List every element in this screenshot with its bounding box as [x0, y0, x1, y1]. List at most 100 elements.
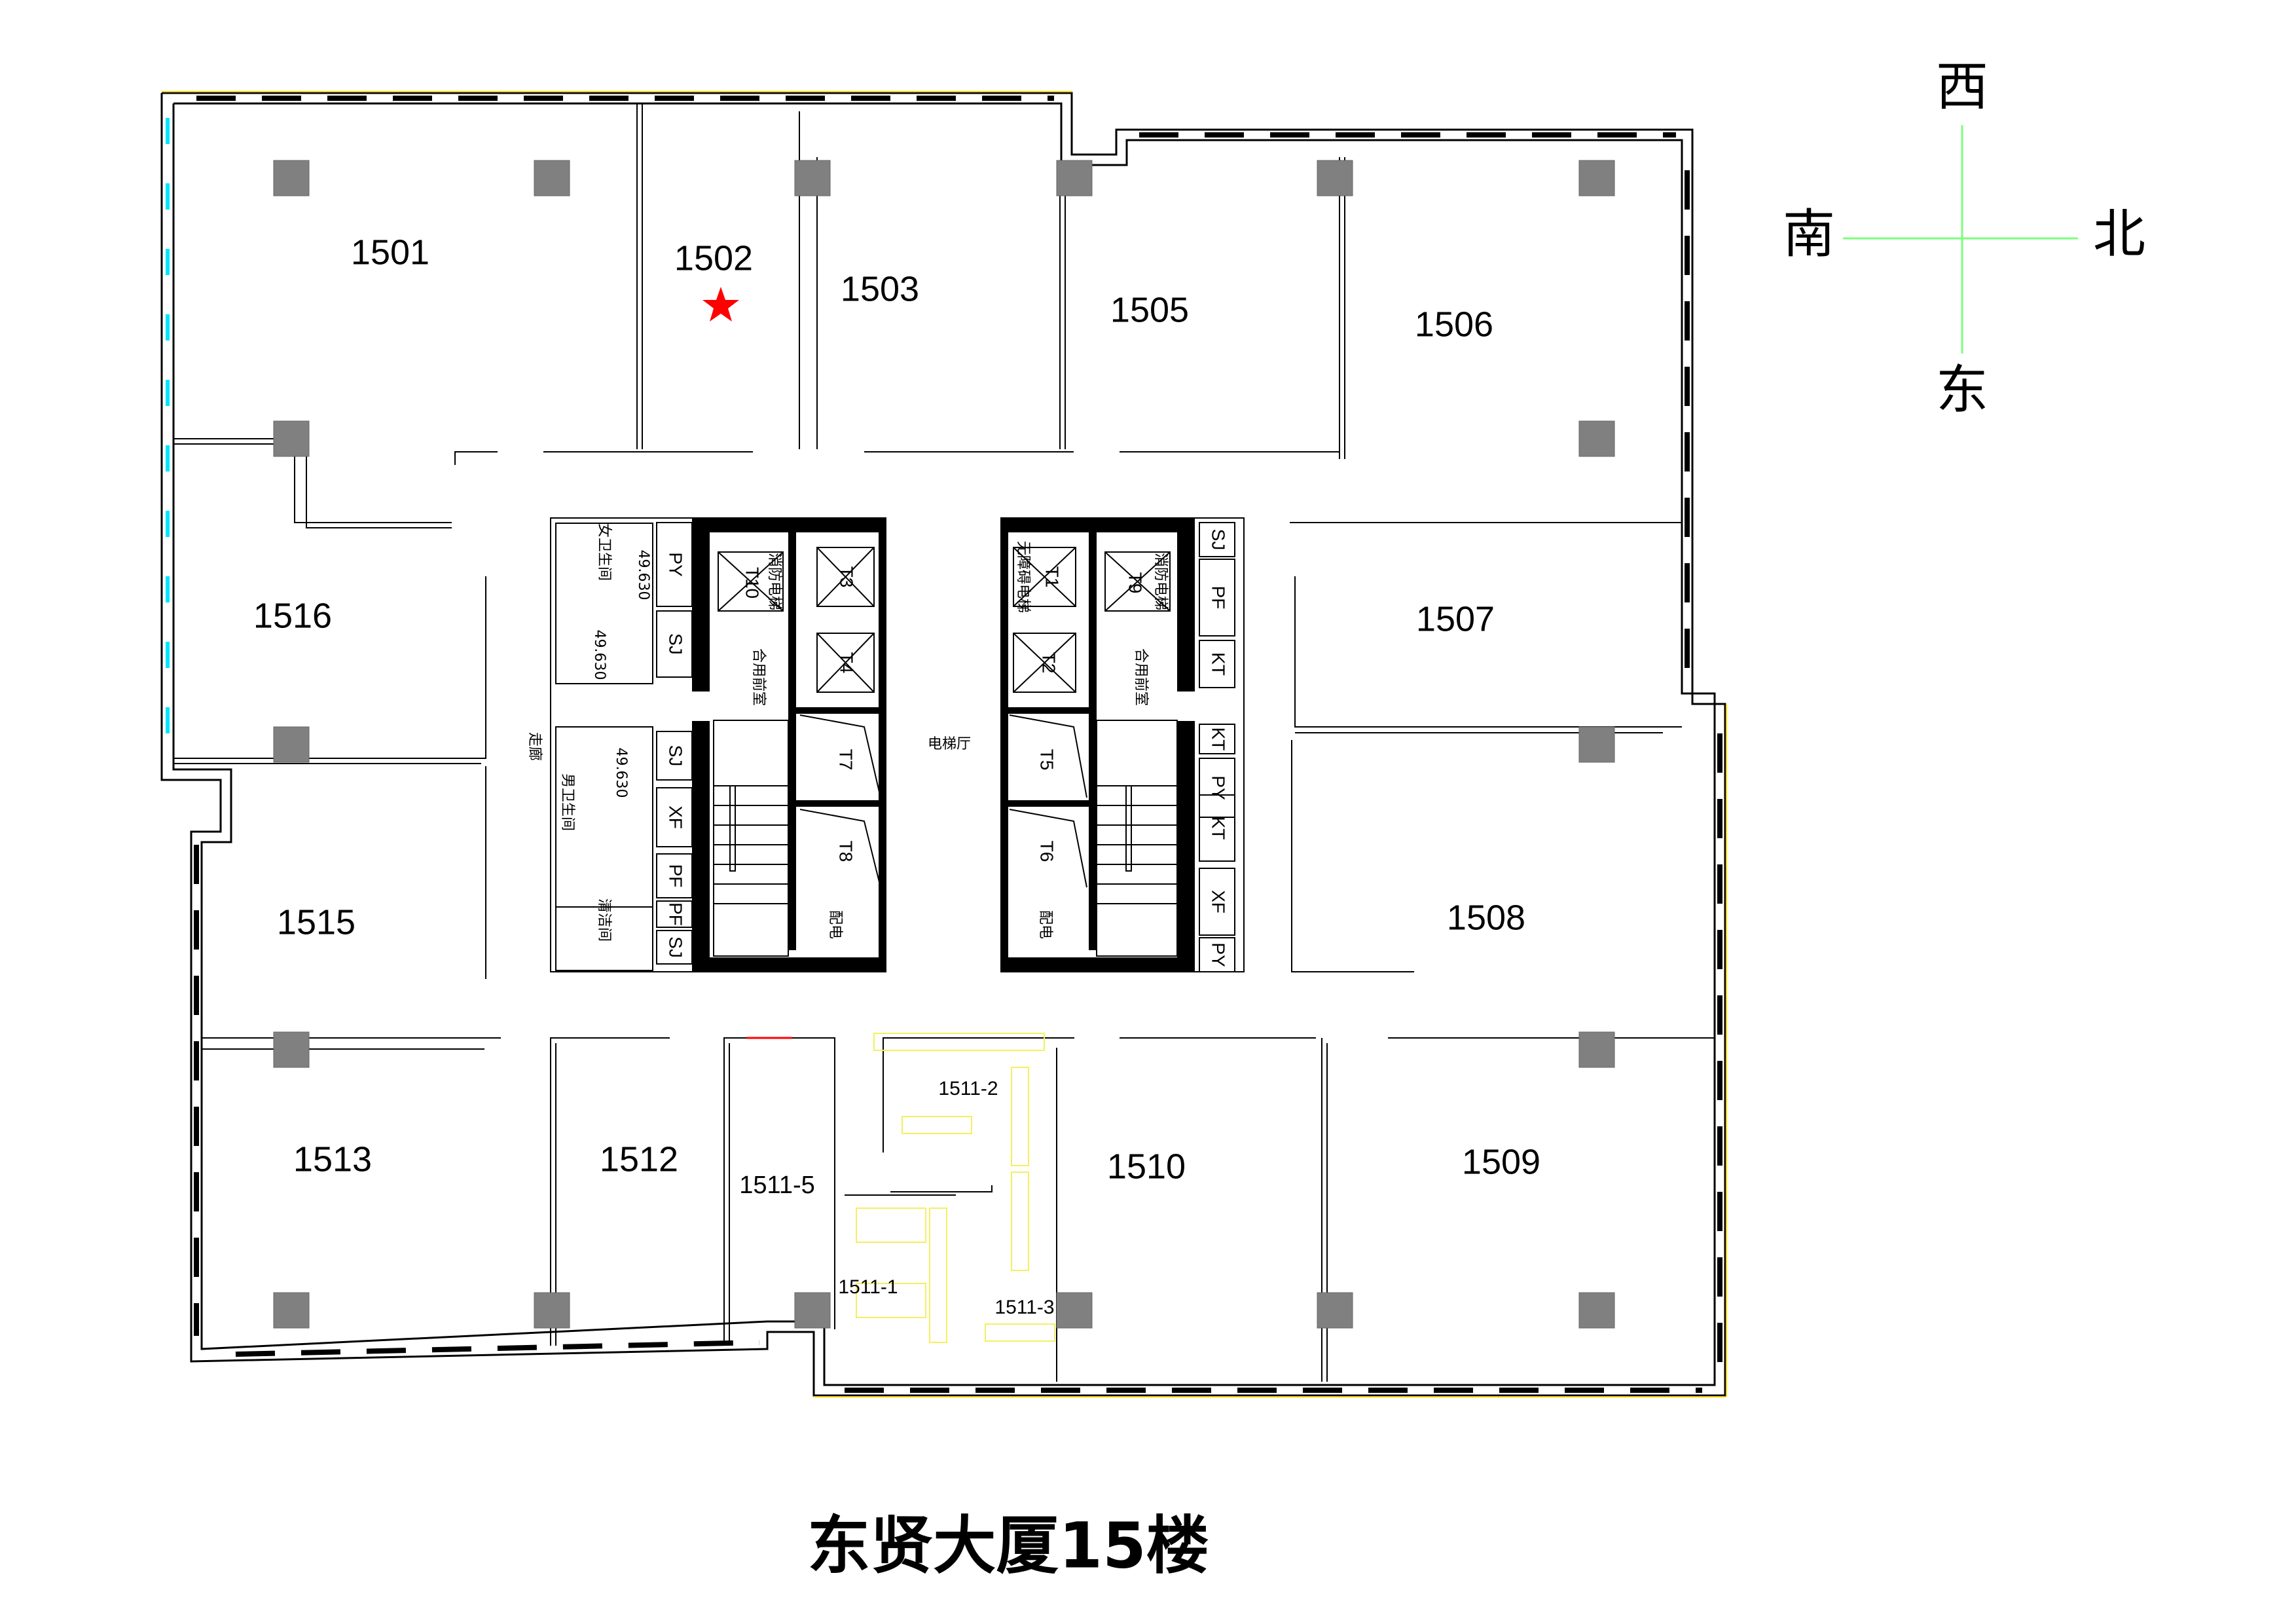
column [1578, 160, 1615, 196]
room-labels: 1501 1502 1503 1505 1506 1507 1516 1515 … [253, 232, 1540, 1318]
column [1578, 420, 1615, 457]
elevator-label: T9 [1125, 572, 1146, 594]
column [1056, 160, 1093, 196]
elevator-t7: T7 [799, 714, 881, 798]
elevator-lobby-label: 电梯厅 [928, 736, 971, 752]
shaft-label: SJ [666, 633, 686, 655]
shaft [1199, 937, 1235, 972]
compass-east: 东 [1936, 360, 1988, 420]
shaft-label: SJ [1209, 529, 1229, 551]
column [1578, 726, 1615, 763]
elevator-shaft-t4: T4 [816, 633, 875, 693]
column [273, 420, 310, 457]
power-room-label: 配电 [1037, 910, 1053, 939]
room-1512[interactable]: 1512 [600, 1139, 678, 1179]
column [273, 1031, 310, 1068]
column [794, 160, 831, 196]
shaft [656, 900, 693, 928]
room-1508[interactable]: 1508 [1447, 898, 1525, 937]
shaft [656, 930, 693, 965]
column [273, 1292, 310, 1329]
elevator-label: T1 [1042, 566, 1063, 588]
elevator-label: T6 [1037, 841, 1057, 862]
compass-west: 西 [1936, 56, 1988, 117]
stairs [713, 720, 789, 957]
elevator-t8: T8 [799, 809, 881, 888]
elevation-label: 49.630 [591, 630, 608, 680]
room-1513[interactable]: 1513 [293, 1139, 372, 1179]
elevator-label: T10 [742, 567, 763, 599]
elevator-label: T8 [836, 841, 856, 862]
room-1502[interactable]: 1502 [674, 238, 753, 278]
column [534, 160, 570, 196]
shaft [656, 610, 693, 678]
column [1317, 1292, 1353, 1329]
column [1578, 1031, 1615, 1068]
room-1503[interactable]: 1503 [841, 269, 919, 308]
elevator-shaft-t9: T9 消防电梯 [1104, 551, 1171, 612]
fire-elevator-label: 消防电梯 [1152, 553, 1169, 610]
room-1507[interactable]: 1507 [1416, 599, 1495, 638]
cleaning-room-label: 清洁间 [596, 898, 612, 942]
shaft [1199, 794, 1235, 862]
compass-south: 南 [1783, 204, 1835, 265]
shaft-label: PF [666, 864, 686, 888]
elevator-label: T4 [837, 652, 857, 674]
shaft-label: XF [1209, 890, 1229, 913]
room-1516[interactable]: 1516 [253, 596, 332, 635]
stairs [1096, 720, 1178, 957]
mens-restroom-label: 男卫生间 [559, 773, 575, 831]
shaft [1199, 758, 1235, 818]
room-1515[interactable]: 1515 [277, 902, 355, 942]
room-1501[interactable]: 1501 [351, 232, 429, 272]
structural-columns [273, 160, 1615, 1329]
column [273, 160, 310, 196]
shaft-label: PF [666, 902, 686, 926]
column [1317, 160, 1353, 196]
shaft-label: PY [666, 552, 686, 577]
partitions [173, 103, 1715, 1382]
shaft [656, 853, 693, 898]
elevator-label: T2 [1039, 652, 1059, 674]
room-1511-2[interactable]: 1511-2 [938, 1078, 998, 1099]
column [794, 1292, 831, 1329]
page-title: 东贤大厦15楼 [807, 1509, 1209, 1582]
elevator-t6: T6 [1009, 809, 1087, 888]
workstations [856, 1033, 1055, 1343]
elevator-label: T5 [1037, 749, 1057, 771]
power-room-label: 配电 [827, 910, 843, 939]
womens-restroom-label: 女卫生间 [596, 523, 612, 581]
room-1510[interactable]: 1510 [1107, 1147, 1186, 1186]
shaft [656, 522, 693, 607]
room-1509[interactable]: 1509 [1462, 1142, 1540, 1181]
column [273, 726, 310, 763]
shaft-label: KT [1209, 728, 1229, 751]
fire-elevator-label: 消防电梯 [766, 553, 782, 610]
elevator-t5: T5 [1009, 714, 1087, 798]
shaft [656, 731, 693, 781]
column [1578, 1292, 1615, 1329]
restrooms: 女卫生间 男卫生间 清洁间 49.630 49.630 49.630 [555, 523, 653, 971]
room-1511-5[interactable]: 1511-5 [739, 1172, 815, 1199]
column [1056, 1292, 1093, 1329]
shaft [1199, 724, 1235, 754]
corridor-label: 走廊 [526, 732, 543, 761]
room-1511-1[interactable]: 1511-1 [838, 1276, 898, 1298]
room-1511-3[interactable]: 1511-3 [994, 1297, 1054, 1318]
shaft [656, 787, 693, 847]
compass: 西 南 北 东 [1783, 56, 2145, 420]
star-icon [702, 287, 739, 322]
shaft [1199, 522, 1235, 557]
shaft-label: KT [1209, 652, 1229, 676]
elevator-shaft-t2: T2 [1013, 633, 1076, 693]
shaft [1199, 868, 1235, 936]
elevator-label: T3 [837, 566, 857, 588]
accessible-elevator-label: 无障碍电梯 [1015, 541, 1031, 613]
room-1505[interactable]: 1505 [1110, 290, 1189, 329]
room-1506[interactable]: 1506 [1415, 304, 1493, 344]
shaft [1199, 559, 1235, 637]
